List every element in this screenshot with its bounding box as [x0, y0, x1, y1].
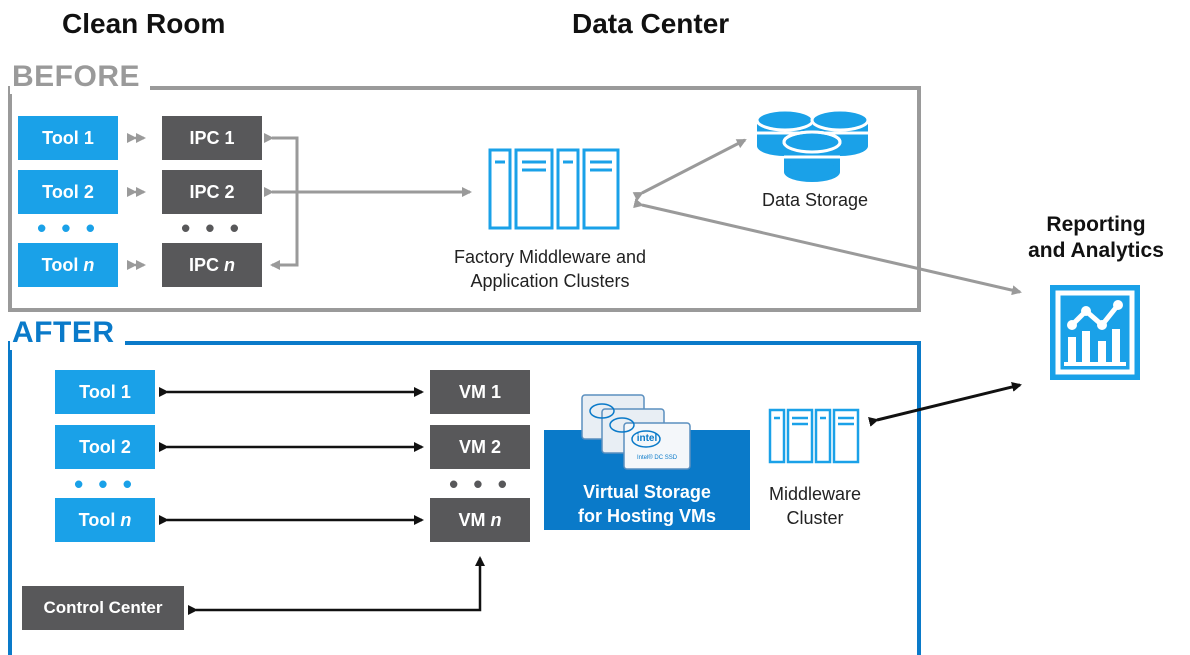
database-icon — [755, 108, 870, 182]
control-center-vm-arrow — [188, 556, 485, 615]
before-ipc-n: IPC n — [162, 243, 262, 287]
vm-1: VM 1 — [430, 370, 530, 414]
vm-n: VM n — [430, 498, 530, 542]
before-tool-1: Tool 1 — [18, 116, 118, 160]
reporting-analytics-label: Reporting and Analytics — [1028, 213, 1164, 262]
server-rack-icon — [488, 148, 620, 230]
analytics-chart-icon — [1050, 285, 1140, 380]
after-tool-1: Tool 1 — [55, 370, 155, 414]
after-tool-n: Tool n — [55, 498, 155, 542]
middleware-reporting-arrow — [633, 198, 1022, 296]
ipc-bracket-connector — [264, 133, 472, 270]
before-ipc-2: IPC 2 — [162, 170, 262, 214]
data-center-header: Data Center — [572, 8, 730, 39]
virtual-storage-box: Virtual Storage for Hosting VMs — [544, 430, 750, 530]
server-rack-icon — [768, 408, 860, 464]
ssd-brand-text: intel — [636, 433, 658, 444]
ssd-model-text: Intel® DC SSD — [636, 455, 678, 461]
middleware-cluster-caption: Middleware Cluster — [768, 484, 862, 528]
before-tool-ipc-arrows — [127, 133, 146, 270]
before-label: BEFORE — [10, 60, 151, 94]
before-ipc-1: IPC 1 — [162, 116, 262, 160]
cluster-reporting-arrow — [868, 382, 1022, 427]
after-tool-vm-arrows — [159, 387, 424, 525]
before-tools-ellipsis: • • • — [37, 213, 99, 243]
vms-ellipsis: • • • — [449, 469, 511, 499]
factory-middleware-caption: Factory Middleware and Application Clust… — [453, 247, 647, 291]
before-ipcs-ellipsis: • • • — [181, 213, 243, 243]
after-frame — [8, 341, 921, 655]
ssd-drive-icon: intel Intel® DC SSD — [580, 393, 695, 473]
before-tool-2: Tool 2 — [18, 170, 118, 214]
clean-room-header: Clean Room — [62, 8, 226, 39]
after-tool-2: Tool 2 — [55, 425, 155, 469]
after-tools-ellipsis: • • • — [74, 469, 136, 499]
vm-2: VM 2 — [430, 425, 530, 469]
after-label: AFTER — [10, 316, 125, 350]
control-center-box: Control Center — [22, 586, 184, 630]
before-tool-n: Tool n — [18, 243, 118, 287]
middleware-storage-arrow — [632, 138, 747, 202]
